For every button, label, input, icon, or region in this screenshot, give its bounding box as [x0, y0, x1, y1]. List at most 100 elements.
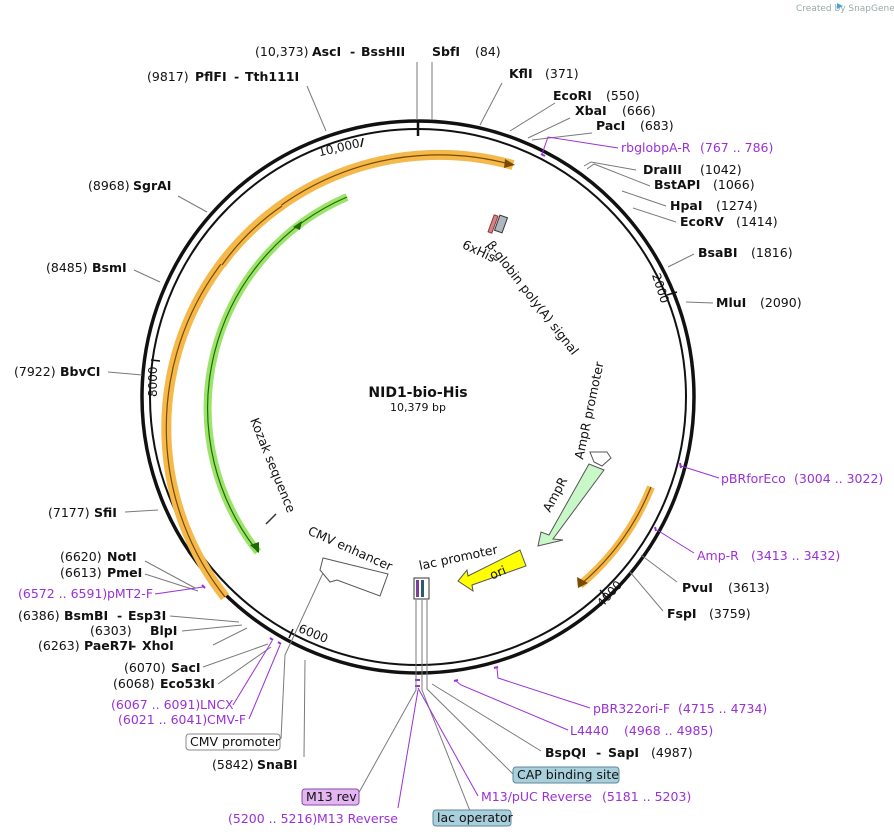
label-kozak: Kozak sequence — [247, 416, 299, 515]
svg-text:SapI: SapI — [608, 745, 639, 760]
feature-bglobin-mark[interactable] — [493, 214, 509, 234]
enzyme-bsmi[interactable]: (8485) BsmI — [46, 260, 127, 275]
tick-label-8000: 8000 — [146, 366, 160, 397]
svg-text:EcoRV: EcoRV — [680, 214, 724, 229]
svg-text:BssHII: BssHII — [361, 44, 405, 59]
feature-arc-orange-outer[interactable] — [161, 149, 515, 601]
svg-text:(6303): (6303) — [90, 623, 132, 638]
svg-text:KflI: KflI — [509, 66, 533, 81]
tick-label-10000: 10,000 — [317, 136, 361, 159]
feature-ampr-promoter-arrow[interactable] — [589, 451, 612, 467]
feature-arc-orange-outer-line — [165, 154, 514, 598]
enzyme-snabi[interactable]: (5842) SnaBI — [212, 757, 298, 772]
primer-l4440[interactable]: L4440 (4968 .. 4985) — [570, 723, 713, 738]
svg-text:M13 rev: M13 rev — [306, 789, 357, 804]
svg-text:(8485): (8485) — [46, 260, 88, 275]
tick-label-2000: 2000 — [649, 272, 672, 305]
svg-text:(7922): (7922) — [14, 364, 56, 379]
feature-label-lac-operator[interactable]: lac operator — [432, 809, 514, 827]
feature-cmv-enhancer-arrow[interactable] — [319, 557, 389, 597]
enzyme-sfii[interactable]: (7177) SfiI — [48, 505, 117, 520]
enzyme-sbfI[interactable]: SbfI (84) — [432, 44, 501, 59]
feature-ampr-arrow[interactable] — [537, 463, 605, 547]
svg-text:rbglobpA-R: rbglobpA-R — [621, 140, 691, 155]
feature-arc-green-line — [207, 196, 348, 553]
svg-text:CAP binding site: CAP binding site — [517, 767, 619, 782]
svg-text:(6067 .. 6091): (6067 .. 6091) — [111, 697, 200, 712]
svg-text:(6021 .. 6041): (6021 .. 6041) — [118, 712, 207, 727]
primer-pmt2-f[interactable]: (6572 .. 6591) pMT2-F — [18, 586, 153, 601]
primer-label-m13-rev[interactable]: M13 rev — [301, 788, 360, 806]
enzyme-eco53ki[interactable]: (6068) Eco53kI — [113, 676, 215, 691]
enzyme-hpai[interactable]: HpaI (1274) — [670, 198, 758, 213]
svg-text:(4968 .. 4985): (4968 .. 4985) — [624, 723, 713, 738]
enzyme-blpi[interactable]: (6303) BlpI — [90, 623, 177, 638]
enzyme-ascI-bsshii[interactable]: (10,373) AscI - BssHII — [255, 44, 405, 59]
svg-text:HpaI: HpaI — [670, 198, 703, 213]
primer-pbrforeco[interactable]: pBRforEco (3004 .. 3022) — [721, 471, 883, 486]
enzyme-pmei[interactable]: (6613) PmeI — [60, 565, 142, 580]
enzyme-paer7i-xhoi[interactable]: (6263) PaeR7I - XhoI — [38, 638, 174, 653]
map-title: NID1-bio-His — [368, 385, 467, 401]
feature-leader-lines — [280, 572, 514, 817]
primer-m13-reverse[interactable]: (5200 .. 5216) M13 Reverse — [228, 811, 398, 826]
svg-text:(683): (683) — [640, 118, 674, 133]
feature-label-cap-binding-site[interactable]: CAP binding site — [512, 766, 620, 784]
svg-text:(1414): (1414) — [736, 214, 778, 229]
feature-kozak-mark[interactable] — [265, 513, 277, 525]
enzyme-ecorv[interactable]: EcoRV (1414) — [680, 214, 778, 229]
enzyme-xbai[interactable]: XbaI (666) — [575, 103, 656, 118]
enzyme-pflfi-tth111i[interactable]: (9817) PflFI - Tth111I — [147, 69, 299, 84]
primer-lncx[interactable]: (6067 .. 6091) LNCX — [111, 697, 234, 712]
svg-text:(3759): (3759) — [709, 606, 751, 621]
feature-6xhis-mark[interactable] — [487, 214, 499, 234]
feature-label-cmv-promoter[interactable]: CMV promoter — [185, 733, 281, 751]
enzyme-bsabi[interactable]: BsaBI (1816) — [698, 245, 793, 260]
enzyme-bspqi-sapi[interactable]: BspQI - SapI (4987) — [545, 745, 693, 760]
svg-text:PmeI: PmeI — [107, 565, 142, 580]
primer-cmv-f[interactable]: (6021 .. 6041) CMV-F — [118, 712, 246, 727]
enzyme-pvui[interactable]: PvuI (3613) — [682, 580, 770, 595]
svg-text:M13 Reverse: M13 Reverse — [317, 811, 398, 826]
primer-m13-puc-reverse[interactable]: M13/pUC Reverse (5181 .. 5203) — [481, 789, 691, 804]
enzyme-ecori[interactable]: EcoRI (550) — [553, 88, 640, 103]
svg-text:PvuI: PvuI — [682, 580, 713, 595]
enzyme-saci[interactable]: (6070) SacI — [124, 660, 201, 675]
svg-text:(9817): (9817) — [147, 69, 189, 84]
primer-pbr322ori-f[interactable]: pBR322ori-F (4715 .. 4734) — [593, 701, 767, 716]
svg-text:(3004 .. 3022): (3004 .. 3022) — [794, 471, 883, 486]
enzyme-mlui[interactable]: MluI (2090) — [716, 295, 802, 310]
svg-text:(4987): (4987) — [651, 745, 693, 760]
svg-text:CMV-F: CMV-F — [207, 712, 246, 727]
enzyme-bsmbi-esp3i[interactable]: (6386) BsmBI - Esp3I — [18, 608, 166, 623]
svg-text:AscI: AscI — [312, 44, 341, 59]
svg-text:(84): (84) — [475, 44, 501, 59]
enzyme-draiii[interactable]: DraIII (1042) — [643, 162, 742, 177]
enzyme-leader-lines — [107, 62, 714, 758]
svg-text:BsaBI: BsaBI — [698, 245, 738, 260]
enzyme-paci[interactable]: PacI (683) — [596, 118, 674, 133]
enzyme-fspi[interactable]: FspI (3759) — [667, 606, 751, 621]
enzyme-bbvci[interactable]: (7922) BbvCI — [14, 364, 100, 379]
enzyme-noti[interactable]: (6620) NotI — [60, 549, 137, 564]
svg-text:SgrAI: SgrAI — [133, 178, 171, 193]
feature-m13-mark — [416, 580, 419, 597]
svg-text:lac operator: lac operator — [437, 810, 514, 825]
svg-text:(666): (666) — [622, 103, 656, 118]
primer-amp-r[interactable]: Amp-R (3413 .. 3432) — [697, 548, 840, 563]
feature-arc-orange-right-line — [579, 486, 652, 586]
feature-ori-arrow[interactable] — [457, 549, 527, 593]
primer-rbglobpa-r[interactable]: rbglobpA-R (767 .. 786) — [621, 140, 773, 155]
enzyme-sgrai[interactable]: (8968) SgrAI — [88, 178, 171, 193]
arrow-head-green-top — [293, 221, 302, 230]
snapgene-logo-icon — [837, 3, 843, 9]
feature-arc-orange-small[interactable] — [218, 202, 285, 268]
svg-text:XhoI: XhoI — [142, 638, 174, 653]
tick-8000 — [150, 359, 161, 362]
feature-arc-orange-right[interactable] — [577, 485, 655, 589]
enzyme-bstapi[interactable]: BstAPI (1066) — [654, 177, 755, 192]
svg-text:(6070): (6070) — [124, 660, 166, 675]
enzyme-kfli[interactable]: KflI (371) — [509, 66, 579, 81]
primer-marks — [201, 153, 682, 687]
